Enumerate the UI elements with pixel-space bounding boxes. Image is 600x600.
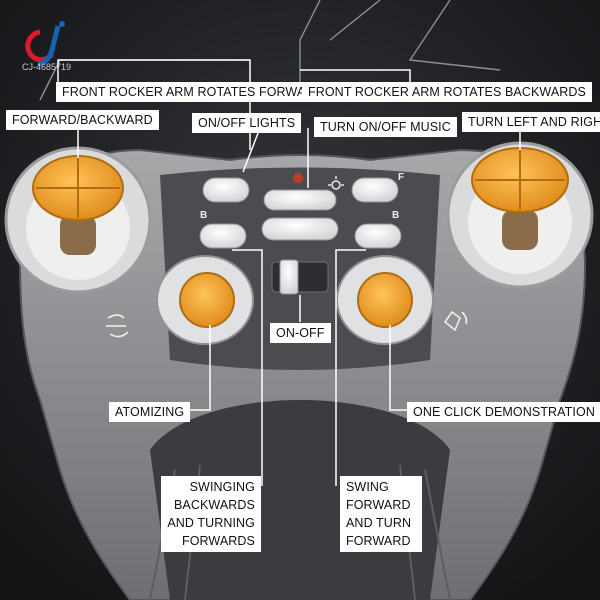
label-swing-forward-line-2: FORWARD (346, 498, 411, 512)
lights-button[interactable] (263, 189, 337, 211)
label-atomizing: ATOMIZING (109, 402, 191, 422)
button-glyphs: B B F (200, 172, 404, 221)
label-front-rocker-forward: FRONT ROCKER ARM ROTATES FORWARD (56, 82, 330, 102)
left-joystick-grip-lines (36, 158, 120, 218)
power-indicator-led (293, 173, 303, 183)
front-rocker-backward-button[interactable] (351, 177, 399, 203)
front-rocker-forward-button[interactable] (202, 177, 250, 203)
hand-touch-icon (443, 310, 468, 332)
glyph-f-right: F (398, 172, 404, 183)
music-button[interactable] (261, 217, 339, 241)
right-joystick-stem (502, 210, 538, 250)
product-code: CJ-4685719 (22, 62, 72, 72)
swing-forward-button[interactable] (354, 223, 402, 249)
right-joystick-grip-lines (475, 150, 565, 210)
label-forward-backward: FORWARD/BACKWARD (6, 110, 159, 130)
leader-front-rocker-forward (57, 59, 251, 150)
on-off-switch-knob[interactable] (279, 259, 299, 295)
label-onoff-lights: ON/OFF LIGHTS (192, 113, 302, 133)
label-swinging-backwards: SWINGING BACKWARDS AND TURNING FORWARDS (161, 476, 261, 552)
logo-blue-j (37, 25, 61, 67)
demo-button[interactable] (357, 272, 413, 328)
left-joystick-stem (60, 215, 96, 255)
logo-dot (59, 21, 65, 27)
label-swing-forward-line-1: SWING (346, 480, 389, 494)
label-swinging-backwards-line-2: BACKWARDS (173, 498, 255, 512)
brand-logo (25, 21, 65, 67)
label-swinging-backwards-line-3: AND TURNING (167, 516, 255, 530)
label-swing-forward-line-4: FORWARD (346, 534, 411, 548)
wind-icon (106, 314, 129, 338)
glyph-b-left: B (200, 210, 207, 221)
label-swing-forward-line-3: AND TURN (346, 516, 412, 530)
sun-icon (328, 176, 344, 190)
label-turn-onoff-music: TURN ON/OFF MUSIC (314, 117, 457, 137)
leader-lines (57, 59, 521, 486)
label-on-off: ON-OFF (270, 323, 331, 343)
label-one-click-demonstration: ONE CLICK DEMONSTRATION (407, 402, 600, 422)
label-turn-left-right: TURN LEFT AND RIGHT (462, 112, 600, 132)
swing-back-button[interactable] (199, 223, 247, 249)
label-swinging-backwards-line-4: FORWARDS (181, 534, 255, 548)
label-front-rocker-backwards: FRONT ROCKER ARM ROTATES BACKWARDS (302, 82, 592, 102)
glyph-b-right: B (392, 210, 399, 221)
atomizing-button[interactable] (179, 272, 235, 328)
label-swing-forward: SWING FORWARD AND TURN FORWARD (340, 476, 422, 552)
label-swinging-backwards-line-1: SWINGING (189, 480, 255, 494)
